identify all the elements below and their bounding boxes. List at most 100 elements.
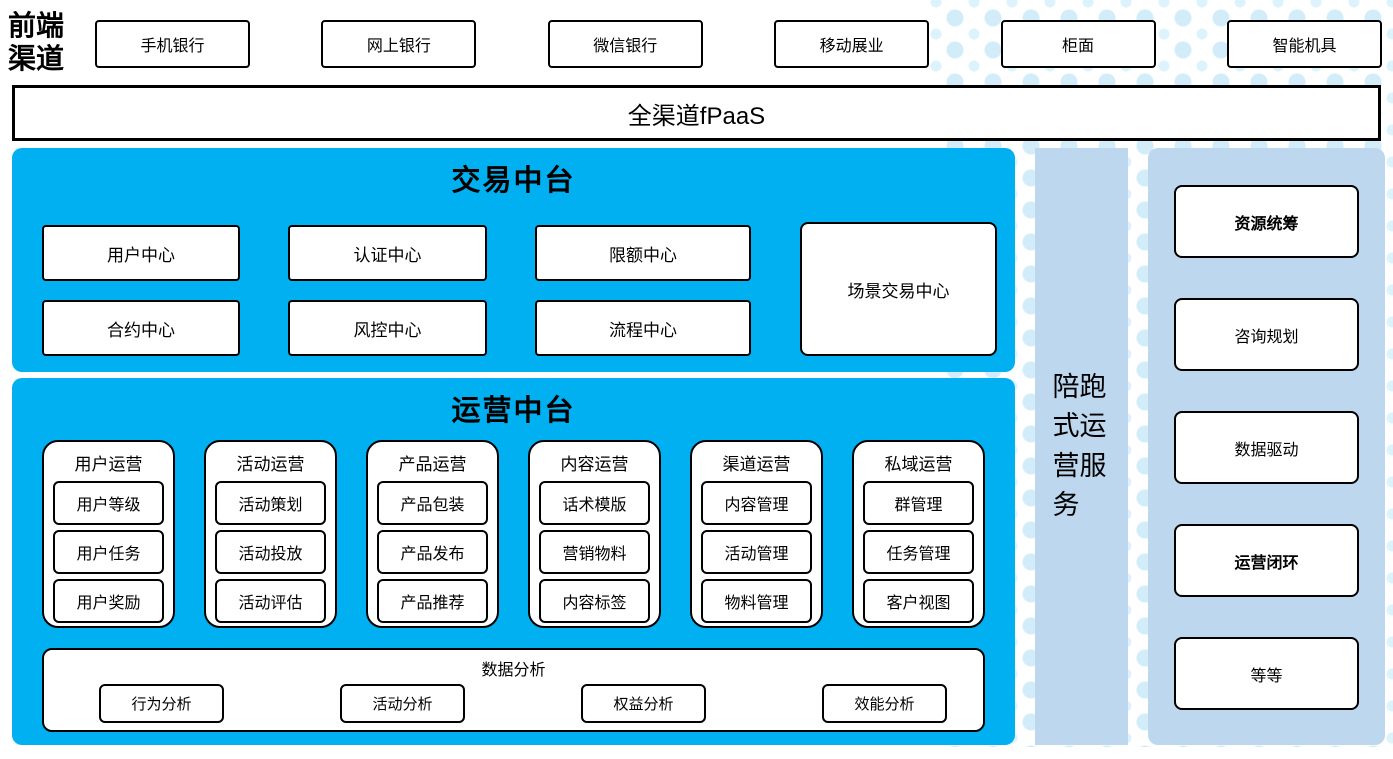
analysis-item-label: 效能分析 bbox=[854, 696, 915, 713]
operations-group-box: 用户运营 用户等级 用户任务 用 bbox=[42, 440, 175, 628]
operations-group-items: 活动策划 活动投放 活动评估 bbox=[206, 475, 335, 623]
service-box-label: 运营闭环 bbox=[1234, 554, 1299, 572]
operations-item-label: 用户奖励 bbox=[76, 595, 141, 612]
operations-group-items: 话术模版 营销物料 内容标签 bbox=[530, 475, 659, 623]
channel-box-label: 微信银行 bbox=[593, 38, 658, 55]
trade-center-box: 流程中心 bbox=[535, 300, 751, 356]
trade-center-box: 限额中心 bbox=[535, 225, 751, 281]
service-box: 等等 bbox=[1174, 637, 1359, 710]
operations-item-box: 内容管理 bbox=[701, 481, 812, 525]
trade-center-box: 风控中心 bbox=[288, 300, 487, 356]
operations-group-box: 活动运营 活动策划 活动投放 活 bbox=[204, 440, 337, 628]
channel-box-label: 智能机具 bbox=[1272, 38, 1337, 55]
service-box: 数据驱动 bbox=[1174, 411, 1359, 484]
operations-item-box: 客户视图 bbox=[863, 579, 974, 623]
service-panel: 资源统筹 咨询规划 数据驱动 运营闭环 等等 bbox=[1148, 148, 1385, 745]
analysis-item-box: 行为分析 bbox=[99, 684, 224, 723]
operations-item-label: 内容标签 bbox=[562, 595, 627, 612]
analysis-item-label: 活动分析 bbox=[372, 696, 433, 713]
operations-group-items: 产品包装 产品发布 产品推荐 bbox=[368, 475, 497, 623]
service-box-label: 等等 bbox=[1250, 667, 1283, 685]
operations-item-label: 产品包装 bbox=[400, 497, 465, 514]
channel-box-label: 手机银行 bbox=[140, 38, 205, 55]
operations-group-box: 产品运营 产品包装 产品发布 产 bbox=[366, 440, 499, 628]
service-box: 资源统筹 bbox=[1174, 185, 1359, 258]
operations-item-label: 产品发布 bbox=[400, 546, 465, 563]
operations-item-box: 内容标签 bbox=[539, 579, 650, 623]
accompany-service-bar: 陪跑式运营服务 bbox=[1035, 148, 1128, 745]
operations-item-label: 客户视图 bbox=[886, 595, 951, 612]
operations-item-box: 活动投放 bbox=[215, 530, 326, 574]
operations-item-box: 任务管理 bbox=[863, 530, 974, 574]
operations-item-label: 话术模版 bbox=[562, 497, 627, 514]
trade-center-label: 合约中心 bbox=[107, 320, 175, 340]
operations-item-box: 话术模版 bbox=[539, 481, 650, 525]
channel-box: 手机银行 bbox=[95, 20, 250, 68]
service-box: 运营闭环 bbox=[1174, 524, 1359, 597]
trade-center-box: 合约中心 bbox=[42, 300, 240, 356]
operations-group-title: 渠道运营 bbox=[722, 455, 791, 474]
front-channels-label: 前端渠道 bbox=[8, 11, 65, 76]
operations-item-label: 营销物料 bbox=[562, 546, 627, 563]
data-analysis-items: 行为分析 活动分析 权益分析 效能分析 bbox=[99, 684, 947, 723]
data-analysis-title: 数据分析 bbox=[481, 662, 546, 679]
operations-item-label: 活动策划 bbox=[238, 497, 303, 514]
operations-item-box: 用户任务 bbox=[53, 530, 164, 574]
operations-group-title: 私域运营 bbox=[884, 455, 953, 474]
trade-center-label: 认证中心 bbox=[353, 245, 422, 265]
operations-item-label: 活动投放 bbox=[238, 546, 303, 563]
trade-platform-panel: 交易中台 用户中心 认证中心 限额中心 合约中心 bbox=[12, 148, 1015, 372]
operations-item-box: 产品包装 bbox=[377, 481, 488, 525]
channel-box-label: 移动展业 bbox=[819, 38, 884, 55]
operations-group-title: 用户运营 bbox=[74, 455, 143, 474]
operations-group-title: 活动运营 bbox=[236, 455, 305, 474]
data-analysis-box: 数据分析 行为分析 活动分析 权益分析 效能分析 bbox=[42, 648, 985, 732]
operations-item-label: 活动管理 bbox=[724, 546, 789, 563]
channel-box-label: 网上银行 bbox=[366, 38, 431, 55]
operations-item-label: 内容管理 bbox=[724, 497, 789, 514]
channel-box: 智能机具 bbox=[1226, 20, 1382, 68]
operations-group-box: 内容运营 话术模版 营销物料 内 bbox=[528, 440, 661, 628]
scene-trade-center-box: 场景交易中心 bbox=[800, 222, 997, 356]
analysis-item-box: 活动分析 bbox=[340, 684, 465, 723]
trade-platform-title: 交易中台 bbox=[451, 165, 576, 197]
channel-box: 网上银行 bbox=[321, 20, 477, 68]
operations-item-label: 群管理 bbox=[894, 497, 943, 514]
channel-box-label: 柜面 bbox=[1062, 38, 1095, 55]
channel-row: 手机银行 网上银行 微信银行 移动展业 柜面 智能机具 bbox=[95, 20, 1382, 68]
operations-item-label: 用户等级 bbox=[76, 497, 141, 514]
fpaas-label: 全渠道fPaaS bbox=[627, 102, 766, 130]
channel-box: 柜面 bbox=[1000, 20, 1156, 68]
operations-item-box: 群管理 bbox=[863, 481, 974, 525]
channel-box: 微信银行 bbox=[547, 20, 703, 68]
channel-box: 移动展业 bbox=[774, 20, 930, 68]
operations-item-box: 物料管理 bbox=[701, 579, 812, 623]
operations-item-box: 活动管理 bbox=[701, 530, 812, 574]
accompany-service-label: 陪跑式运营服务 bbox=[1052, 372, 1107, 520]
operations-item-label: 用户任务 bbox=[76, 546, 141, 563]
service-box-label: 咨询规划 bbox=[1234, 328, 1299, 346]
service-box-label: 数据驱动 bbox=[1234, 441, 1299, 459]
analysis-item-label: 权益分析 bbox=[613, 696, 674, 713]
service-box-label: 资源统筹 bbox=[1234, 215, 1299, 233]
trade-center-grid: 用户中心 认证中心 限额中心 合约中心 风控中心 bbox=[42, 225, 751, 356]
operations-platform-panel: 运营中台 用户运营 用户等级 用户任务 bbox=[12, 378, 1015, 745]
operations-item-label: 活动评估 bbox=[238, 595, 303, 612]
operations-item-box: 营销物料 bbox=[539, 530, 650, 574]
trade-center-label: 风控中心 bbox=[353, 320, 422, 340]
operations-group-title: 内容运营 bbox=[560, 455, 629, 474]
operations-group-items: 内容管理 活动管理 物料管理 bbox=[692, 475, 821, 623]
operations-item-label: 任务管理 bbox=[886, 546, 951, 563]
trade-center-box: 认证中心 bbox=[288, 225, 487, 281]
operations-item-label: 产品推荐 bbox=[400, 595, 465, 612]
operations-item-box: 产品发布 bbox=[377, 530, 488, 574]
operations-item-label: 物料管理 bbox=[724, 595, 789, 612]
operations-item-box: 用户等级 bbox=[53, 481, 164, 525]
analysis-item-box: 权益分析 bbox=[581, 684, 706, 723]
operations-item-box: 产品推荐 bbox=[377, 579, 488, 623]
operations-platform-title: 运营中台 bbox=[451, 395, 576, 427]
operations-group-title: 产品运营 bbox=[398, 455, 467, 474]
operations-group-row: 用户运营 用户等级 用户任务 用 bbox=[42, 440, 985, 628]
trade-center-label: 用户中心 bbox=[107, 245, 175, 265]
operations-group-items: 用户等级 用户任务 用户奖励 bbox=[44, 475, 173, 623]
